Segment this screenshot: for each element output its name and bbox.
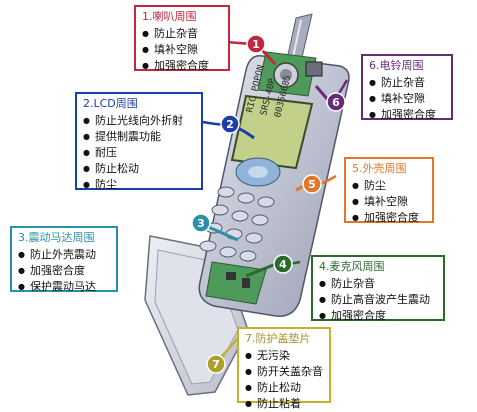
- callout-item: 防尘: [83, 177, 195, 193]
- badge-5: 5: [302, 174, 322, 194]
- callout-flip-cover-gasket: 7.防护盖垫片 无污染 防开关盖杂音 防止松动 防止粘着: [237, 327, 331, 410]
- badge-2: 2: [220, 114, 240, 134]
- svg-text:1: 1: [252, 38, 260, 51]
- callout-item: 保护震动马达: [18, 279, 110, 295]
- callout-title: 1.喇叭周围: [142, 10, 197, 23]
- callout-title: 4.麦克风周围: [319, 260, 385, 273]
- callout-speaker: 1.喇叭周围 防止杂音 填补空隙 加强密合度: [134, 5, 230, 74]
- callout-item: 防止松动: [245, 380, 323, 396]
- callout-item: 防止外壳震动: [18, 247, 110, 263]
- badge-4: 4: [273, 254, 293, 274]
- badge-1: 1: [246, 34, 266, 54]
- callout-casing: 5.外壳周围 防尘 填补空隙 加强密合度: [344, 157, 434, 226]
- callout-item: 防止高音波产生震动: [319, 292, 437, 308]
- callout-lcd: 2.LCD周围 防止光线向外折射 提供制震功能 耐压 防止松动 防尘: [75, 92, 203, 193]
- callout-item: 防尘: [352, 178, 426, 194]
- callout-item: 加强密合度: [369, 107, 445, 123]
- callout-item: 防止杂音: [369, 75, 445, 91]
- callout-item: 加强密合度: [18, 263, 110, 279]
- callout-microphone: 4.麦克风周围 防止杂音 防止高音波产生震动 加强密合度: [311, 255, 445, 324]
- callout-item: 防止杂音: [319, 276, 437, 292]
- svg-text:5: 5: [308, 178, 316, 191]
- callout-item: 防开关盖杂音: [245, 364, 323, 380]
- callout-vibration-motor: 3.震动马达周围 防止外壳震动 加强密合度 保护震动马达: [10, 226, 118, 295]
- callout-item: 防止杂音: [142, 26, 222, 42]
- callout-title: 5.外壳周围: [352, 162, 407, 175]
- callout-item: 加强密合度: [319, 308, 437, 324]
- svg-text:2: 2: [226, 118, 234, 131]
- callout-item: 防止光线向外折射: [83, 113, 195, 129]
- navigation-pad: [235, 157, 281, 187]
- svg-text:6: 6: [332, 96, 340, 109]
- callout-item: 耐压: [83, 145, 195, 161]
- callout-title: 6.电铃周围: [369, 59, 424, 72]
- badge-6: 6: [326, 92, 346, 112]
- callout-title: 2.LCD周围: [83, 97, 138, 110]
- lcd-screen: RIC POPON SRS-40P 00356685: [230, 64, 314, 170]
- callout-item: 防止粘着: [245, 396, 323, 412]
- keypad: [199, 186, 275, 262]
- callout-item: 加强密合度: [352, 210, 426, 226]
- badge-3: 3: [191, 213, 211, 233]
- svg-text:4: 4: [279, 258, 287, 271]
- callout-item: 加强密合度: [142, 58, 222, 74]
- callout-ringer: 6.电铃周围 防止杂音 填补空隙 加强密合度: [361, 54, 453, 123]
- callout-item: 提供制震功能: [83, 129, 195, 145]
- circuit-board: [205, 261, 267, 305]
- callout-title: 3.震动马达周围: [18, 231, 95, 244]
- callout-item: 无污染: [245, 348, 323, 364]
- callout-title: 7.防护盖垫片: [245, 332, 311, 345]
- badge-7: 7: [206, 354, 226, 374]
- callout-item: 填补空隙: [369, 91, 445, 107]
- callout-item: 填补空隙: [352, 194, 426, 210]
- callout-item: 防止松动: [83, 161, 195, 177]
- svg-text:3: 3: [197, 217, 205, 230]
- svg-text:7: 7: [212, 358, 220, 371]
- callout-item: 填补空隙: [142, 42, 222, 58]
